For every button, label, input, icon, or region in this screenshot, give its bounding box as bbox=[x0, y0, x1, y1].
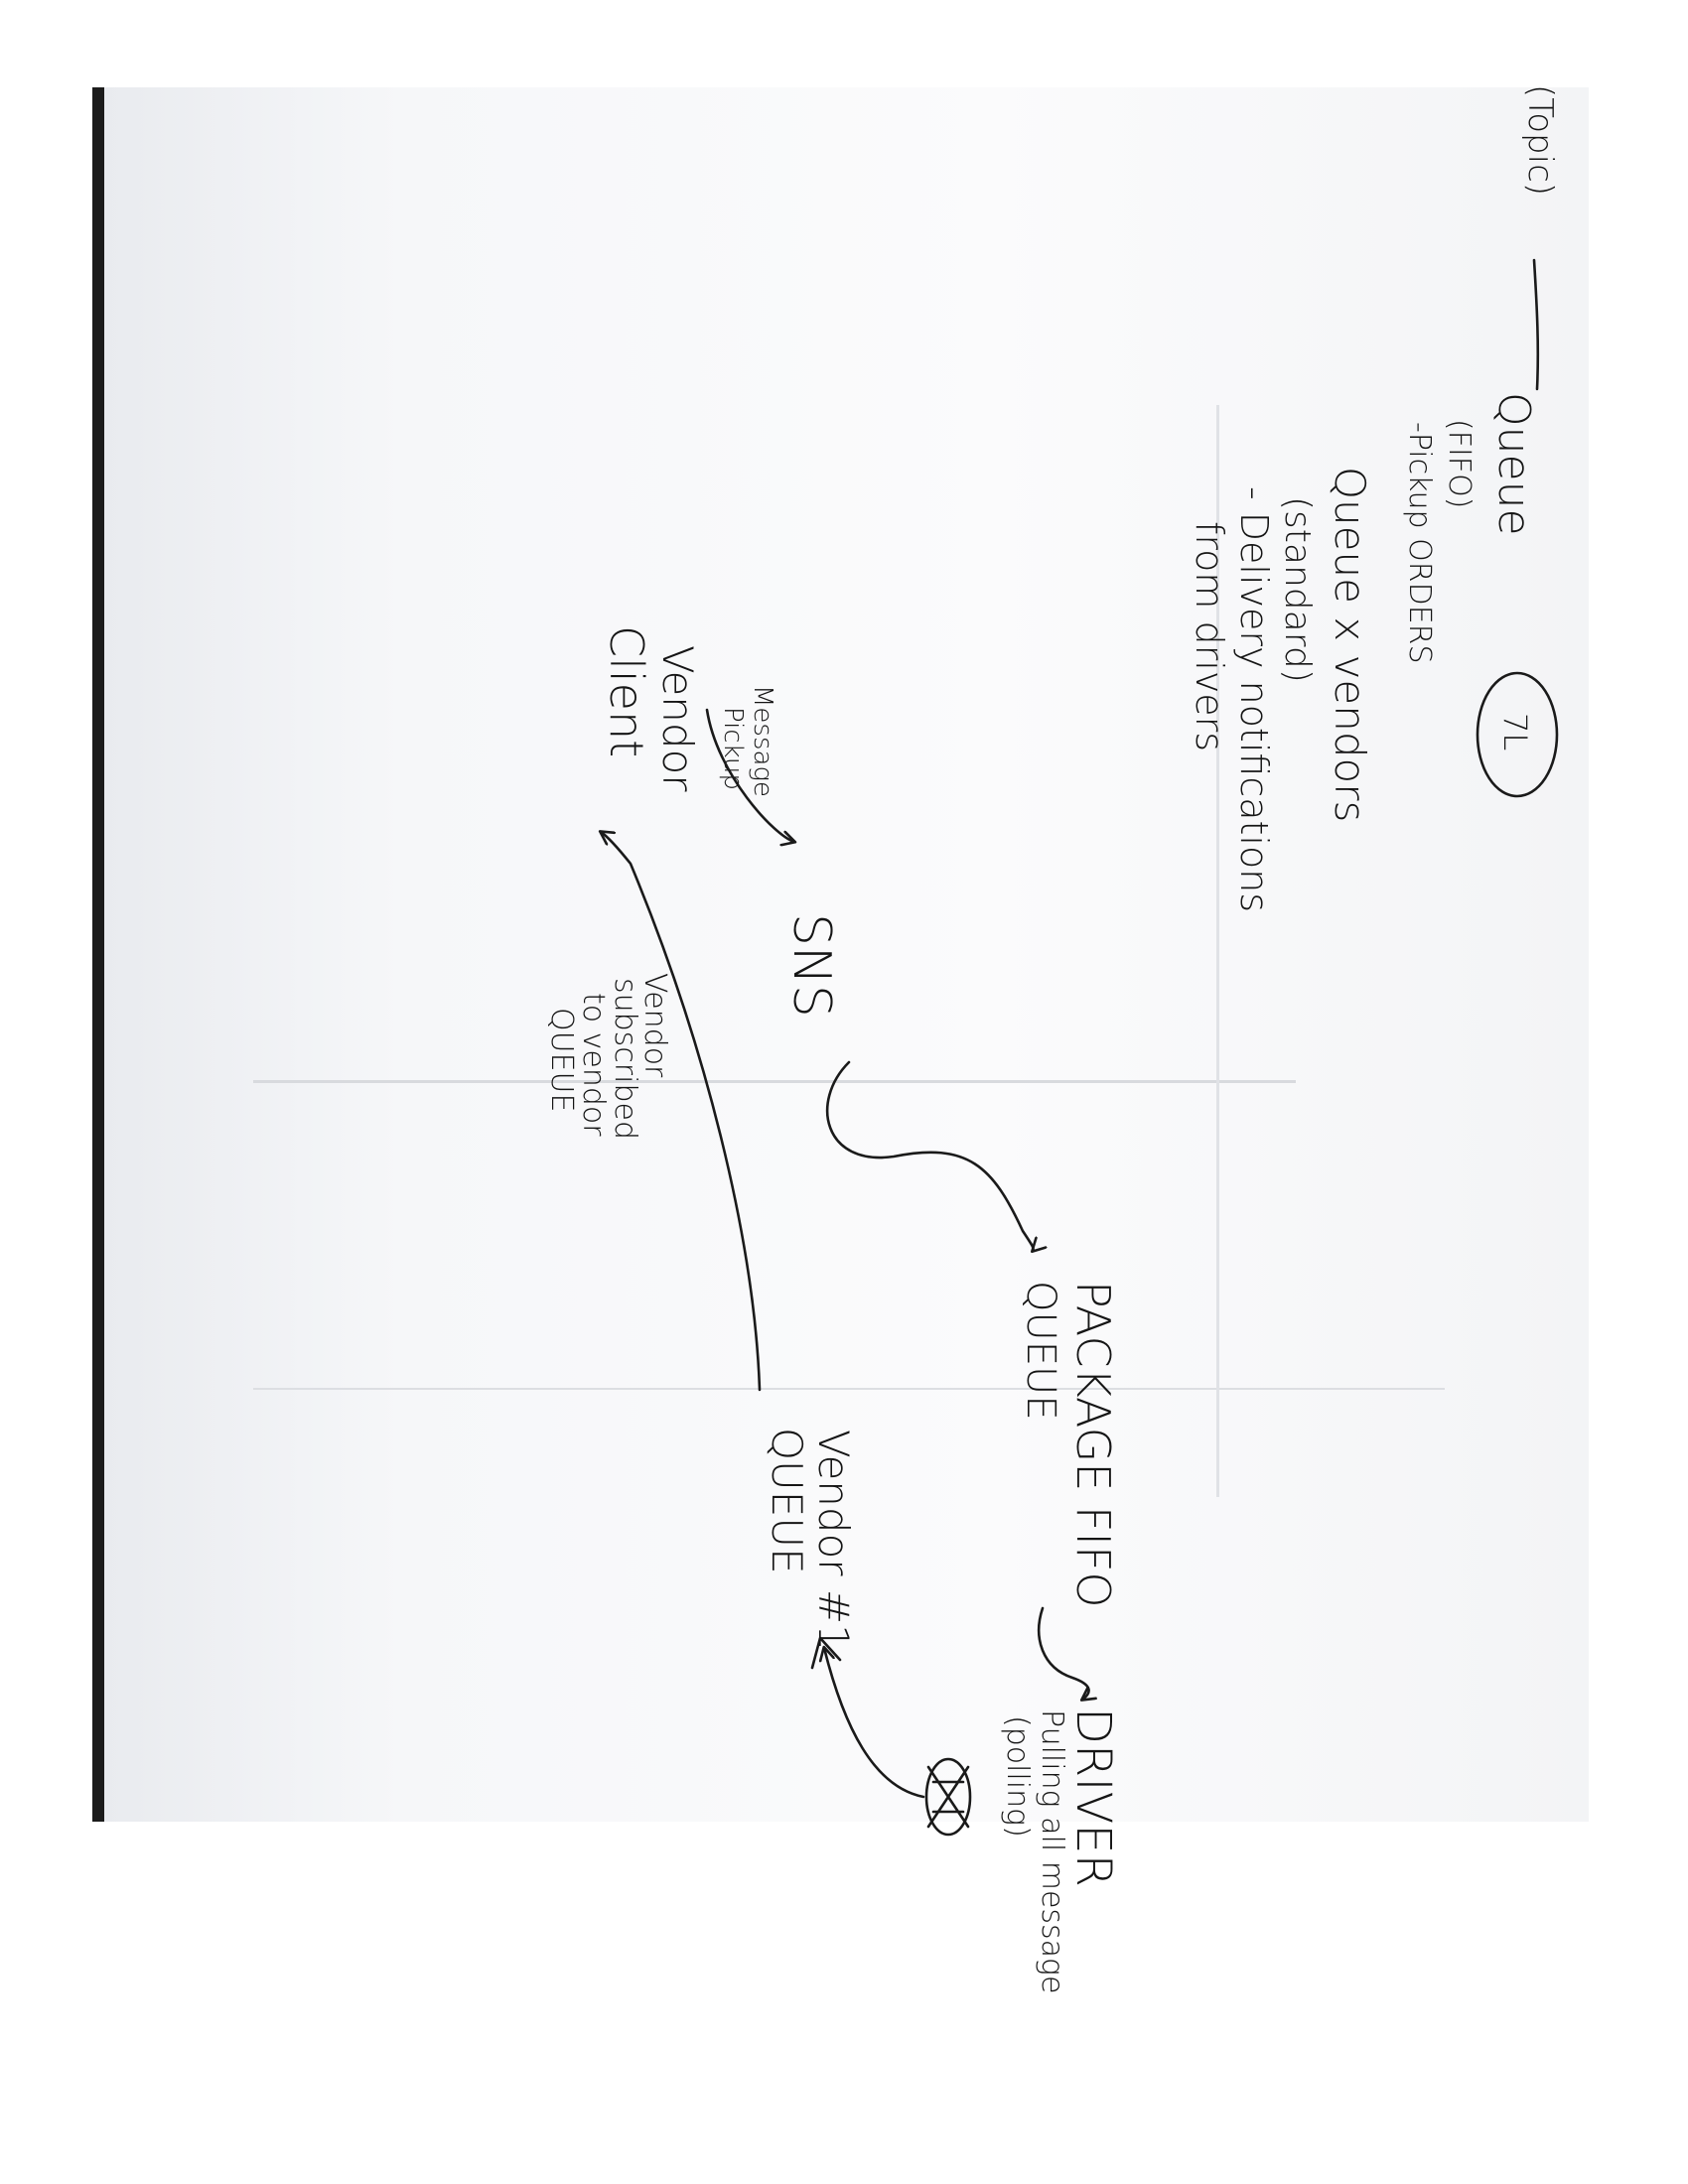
driver-note-line-2: (polling) bbox=[1000, 1715, 1035, 1838]
package-queue-line-1: PACKAGE FIFO bbox=[1066, 1281, 1120, 1608]
driver-to-vendor-queue-arrowhead-2 bbox=[810, 1636, 842, 1670]
note-line-2: (standard) bbox=[1277, 496, 1318, 683]
package-queue-line-2: QUEUE bbox=[1018, 1281, 1063, 1421]
subscribed-line-3: to vendor bbox=[576, 993, 611, 1137]
sns-to-package-queue-arrow bbox=[825, 1060, 1034, 1251]
scan-left-edge bbox=[92, 87, 104, 1822]
sns-label: SNS bbox=[781, 913, 841, 1018]
message-pickup-label-1: Message bbox=[748, 685, 777, 797]
package-to-driver-arrow bbox=[1038, 1606, 1088, 1700]
bleed-through-print bbox=[253, 405, 1445, 1497]
note-line-4: from drivers bbox=[1188, 521, 1231, 751]
circled-number: 7L bbox=[1496, 713, 1534, 751]
vendor-client-line-1: Vendor bbox=[653, 645, 702, 792]
note-line-1: Queue x vendors bbox=[1326, 467, 1374, 822]
driver-label: DRIVER bbox=[1065, 1707, 1121, 1887]
subscribed-line-2: subscribed bbox=[608, 978, 642, 1140]
queue-fifo-note: -Pickup ORDERS bbox=[1402, 422, 1437, 664]
corner-topic-label: (Topic) bbox=[1520, 84, 1560, 196]
driver-note-line-1: Pulling all message bbox=[1035, 1709, 1069, 1994]
vendor-queue-line-2: QUEUE bbox=[763, 1428, 811, 1574]
subscribed-line-4: QUEUE bbox=[544, 1008, 579, 1112]
subscribed-line-1: Vendor bbox=[637, 973, 672, 1078]
queue-fifo-label: (FIFO) bbox=[1442, 419, 1477, 508]
circled-number-ring bbox=[1476, 671, 1559, 798]
driver-to-vendor-queue-arrow bbox=[824, 1648, 925, 1799]
paper-sheet bbox=[104, 87, 1589, 1822]
topic-to-queue-strike bbox=[1532, 258, 1540, 391]
pickup-to-sns-arrow bbox=[705, 708, 794, 842]
note-line-3: - Delivery notifications bbox=[1232, 486, 1276, 912]
vendor-client-line-2: Client bbox=[600, 625, 653, 757]
pickup-scribble bbox=[924, 1757, 972, 1837]
queue-title: Queue bbox=[1488, 392, 1539, 536]
vendor-queue-line-1: Vendor #1 bbox=[809, 1430, 858, 1651]
vendor-queue-to-client-arrow bbox=[601, 832, 762, 1392]
